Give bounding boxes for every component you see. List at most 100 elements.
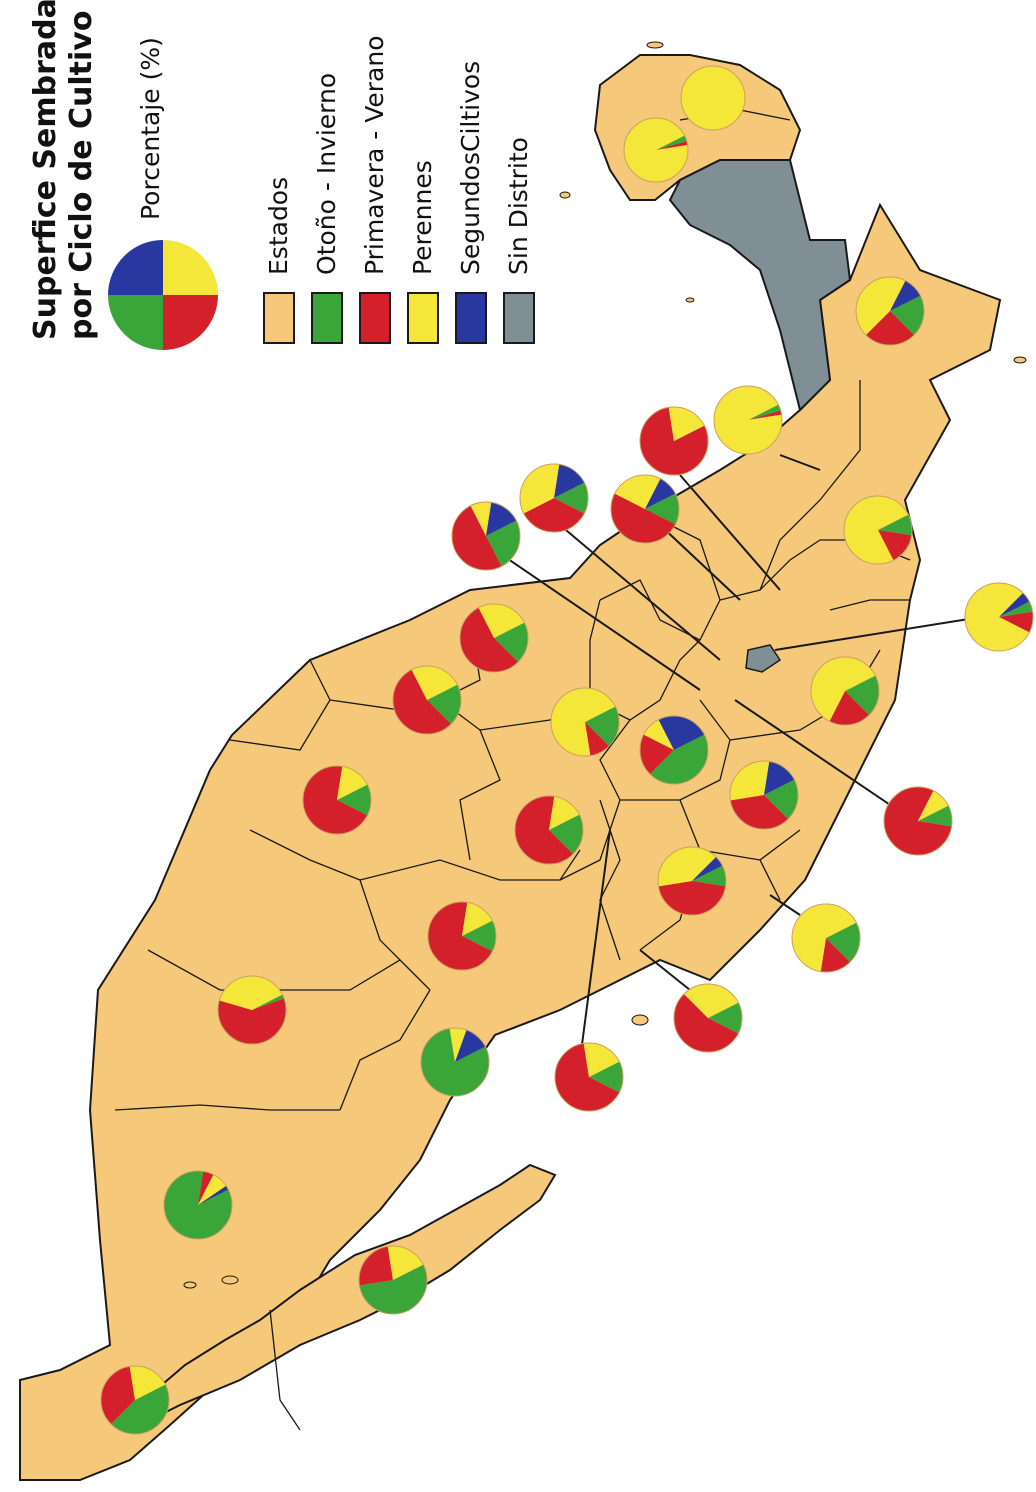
pie-slice-baja-california-sur-oi bbox=[359, 1264, 427, 1315]
pie-slice-jalisco-oi bbox=[692, 865, 726, 887]
pie-nayarit bbox=[451, 501, 521, 571]
pie-sinaloa bbox=[420, 1027, 490, 1097]
legend-swatch-4 bbox=[455, 292, 487, 344]
legend-pie-quarter bbox=[163, 295, 218, 350]
pie-slice-nayarit-pe bbox=[470, 502, 492, 536]
mainland bbox=[19, 202, 1002, 1481]
pie-slice-puebla-pe bbox=[965, 582, 1030, 651]
legend-title-line2: por Ciclo de Cultivo bbox=[64, 11, 99, 340]
pie-slice-baja-california-sur-pe bbox=[387, 1246, 424, 1280]
pie-slice-jalisco-sc bbox=[692, 856, 723, 881]
pie-chihuahua bbox=[217, 975, 287, 1045]
pie-veracruz bbox=[810, 656, 880, 726]
pie-slice-michoacan-pv bbox=[730, 795, 789, 830]
pie-slice-zacatecas-pv bbox=[515, 796, 574, 864]
pie-outline-zacatecas bbox=[514, 795, 584, 865]
pie-slice-san-luis-potosi-pe bbox=[551, 688, 616, 756]
pie-outline-hidalgo bbox=[639, 406, 709, 476]
pie-slice-chihuahua-pe bbox=[219, 976, 283, 1010]
pie-chiapas bbox=[843, 495, 913, 565]
pie-zacatecas bbox=[514, 795, 584, 865]
pie-outline-durango bbox=[427, 901, 497, 971]
pie-outline-quintana-roo bbox=[680, 65, 746, 131]
pie-outline-oaxaca bbox=[791, 903, 861, 973]
pie-slice-tamaulipas-pv bbox=[460, 607, 519, 672]
pie-slice-nayarit-oi bbox=[486, 520, 520, 567]
pie-cdmx bbox=[883, 786, 953, 856]
pie-guanajuato bbox=[639, 715, 709, 785]
pie-slice-sonora-sc bbox=[198, 1185, 229, 1205]
pie-tlaxcala bbox=[713, 385, 783, 455]
baja-peninsula bbox=[138, 1163, 557, 1427]
pie-sonora bbox=[163, 1170, 233, 1240]
pie-slice-guanajuato-oi bbox=[649, 734, 709, 784]
pie-slice-baja-california-pe bbox=[129, 1365, 166, 1400]
pie-slice-guanajuato-pe bbox=[643, 719, 674, 750]
pie-slice-baja-california-pv bbox=[100, 1366, 135, 1425]
pie-outline-tlaxcala bbox=[713, 385, 783, 455]
legend-swatch-5 bbox=[503, 292, 535, 344]
legend-swatch-0 bbox=[263, 292, 295, 344]
islands bbox=[183, 41, 1027, 1289]
pie-outline-nayarit bbox=[451, 501, 521, 571]
pie-slice-campeche-oi bbox=[890, 295, 924, 336]
pie-slice-aguascalientes-oi bbox=[554, 482, 589, 514]
pie-baja-california-sur bbox=[358, 1245, 428, 1315]
legend-label-0: Estados bbox=[264, 177, 293, 275]
legend-pie-quarter bbox=[163, 240, 218, 295]
pie-slice-campeche-sc bbox=[890, 280, 921, 311]
pie-slice-hidalgo-pe bbox=[668, 407, 705, 441]
pie-slice-zacatecas-oi bbox=[549, 814, 584, 855]
pie-baja-california bbox=[100, 1365, 170, 1435]
pie-slice-oaxaca-pv bbox=[820, 938, 851, 973]
pie-slice-sonora-pv bbox=[198, 1171, 214, 1205]
pie-slice-yucatan-pv bbox=[656, 141, 688, 150]
pie-slice-chihuahua-oi bbox=[252, 994, 284, 1010]
pie-slice-oaxaca-oi bbox=[826, 922, 860, 963]
pie-slice-puebla-sc bbox=[999, 592, 1030, 617]
pie-tamaulipas bbox=[459, 603, 529, 673]
pie-colima bbox=[554, 1042, 624, 1112]
pie-slice-queretaro-sc bbox=[645, 478, 676, 509]
legend: Superfice Sembrada por Ciclo de Cultivo … bbox=[28, 0, 218, 350]
pie-slice-guerrero-pe bbox=[683, 984, 739, 1018]
pie-nuevo-leon bbox=[392, 665, 462, 735]
pie-outline-nuevo-leon bbox=[392, 665, 462, 735]
pie-slice-campeche-pe bbox=[856, 277, 906, 336]
pie-slice-colima-pv bbox=[555, 1043, 620, 1111]
pie-slice-sonora-pe bbox=[198, 1174, 227, 1205]
sin-distrito-cdmx bbox=[745, 644, 782, 673]
pie-outline-queretaro bbox=[610, 474, 680, 544]
pie-outline-colima bbox=[554, 1042, 624, 1112]
legend-label-2: Primavera - Verano bbox=[360, 35, 389, 275]
pie-slice-cdmx-oi bbox=[918, 805, 953, 827]
pie-outline-chihuahua bbox=[217, 975, 287, 1045]
legend-swatch-1 bbox=[311, 292, 343, 344]
state-borders bbox=[114, 109, 911, 1431]
pie-slice-puebla-pv bbox=[999, 611, 1033, 633]
pie-slice-colima-oi bbox=[589, 1061, 623, 1093]
pie-coahuila bbox=[302, 765, 372, 835]
pie-slice-tamaulipas-oi bbox=[494, 622, 528, 663]
pie-slice-coahuila-pv bbox=[303, 765, 368, 834]
pie-slice-baja-california-sur-pv bbox=[359, 1246, 393, 1286]
legend-swatch-2 bbox=[359, 292, 391, 344]
pie-slice-coahuila-oi bbox=[337, 784, 371, 816]
pie-outline-tamaulipas bbox=[459, 603, 529, 673]
pie-slice-san-luis-potosi-oi bbox=[585, 706, 619, 747]
pie-slice-sinaloa-sc bbox=[455, 1030, 486, 1062]
pie-slice-sonora-oi bbox=[163, 1171, 232, 1239]
pie-aguascalientes bbox=[519, 463, 589, 533]
pie-slice-puebla-oi bbox=[999, 601, 1033, 617]
pie-outline-yucatan bbox=[623, 117, 689, 183]
pie-slice-hidalgo-pv bbox=[640, 407, 708, 476]
pie-slice-tamaulipas-pe bbox=[478, 604, 525, 638]
pie-outline-coahuila bbox=[302, 765, 372, 835]
pie-slice-tlaxcala-oi bbox=[748, 404, 781, 420]
pie-outline-guerrero bbox=[673, 983, 743, 1053]
pie-slice-chihuahua-pv bbox=[218, 998, 287, 1044]
pie-slice-michoacan-oi bbox=[764, 779, 799, 820]
pie-slice-guerrero-oi bbox=[708, 1002, 742, 1034]
pie-outline-michoacan bbox=[729, 760, 799, 830]
pie-slice-veracruz-pv bbox=[829, 691, 870, 725]
